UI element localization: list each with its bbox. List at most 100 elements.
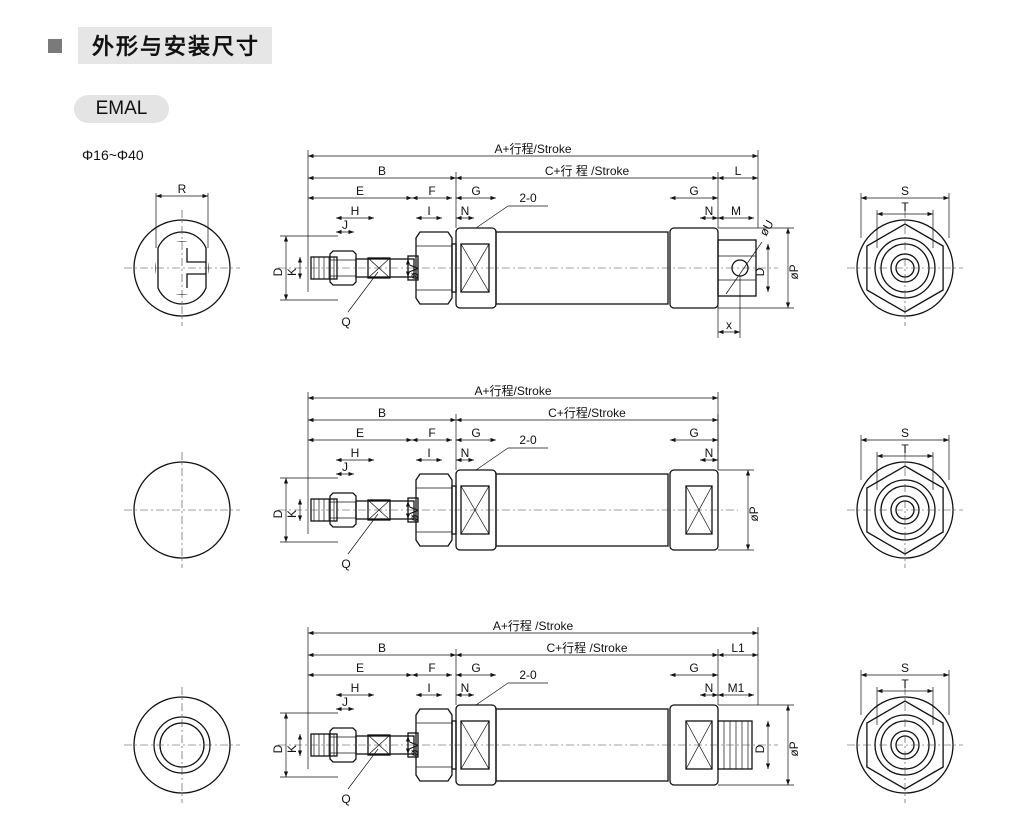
dim-j-label: J <box>342 218 348 232</box>
mounting-nut <box>415 473 453 547</box>
dim-f-label: F <box>428 426 435 440</box>
dim-c-label: C+行程/Stroke <box>548 405 626 420</box>
dim-s-label: S <box>901 184 909 198</box>
dim-d-label: D <box>271 509 285 518</box>
dim-h-label: H <box>351 681 360 695</box>
left-rod-eye-shape <box>157 231 207 305</box>
dim-m-label: M <box>731 204 741 218</box>
dim-n-right-label: N <box>705 204 714 218</box>
dim-r-label: R <box>178 182 187 196</box>
q-leader <box>347 748 379 790</box>
dim-c-label: C+行程 /Stroke <box>546 640 627 655</box>
dim-t-label: T <box>901 677 909 691</box>
dim-t-label: T <box>901 442 909 456</box>
dim-u-label: øU <box>756 218 776 239</box>
dim-i-label: I <box>427 681 430 695</box>
dim-t-label: T <box>901 200 909 214</box>
model-badge: EMAL <box>74 95 169 123</box>
hole-leader <box>475 205 509 229</box>
section-title: 外形与安装尺寸 <box>78 27 273 64</box>
dim-e-label: E <box>356 184 364 198</box>
right-ring-2 <box>880 485 930 535</box>
square-bullet-icon <box>48 38 62 53</box>
hole-note: 2-0 <box>519 191 537 205</box>
dim-b-label: B <box>378 164 386 178</box>
dim-f-label: F <box>428 184 435 198</box>
dim-v-label: øV <box>407 741 421 756</box>
dim-d-right-label: D <box>753 267 767 276</box>
hole-leader <box>475 682 509 706</box>
mounting-nut <box>415 708 453 782</box>
section-header: 外形与安装尺寸 <box>48 27 273 64</box>
hole-note: 2-0 <box>519 668 537 682</box>
dim-e-label: E <box>356 426 364 440</box>
mounting-nut <box>415 231 453 305</box>
dim-s-label: S <box>901 661 909 675</box>
dim-l-label: L1 <box>731 641 745 655</box>
dim-n-right-label: N <box>705 446 714 460</box>
dim-u-line <box>725 241 763 295</box>
hole-note: 2-0 <box>519 433 537 447</box>
rod-nut <box>329 492 357 528</box>
dim-g-right-label: G <box>689 661 698 675</box>
dim-j-label: J <box>342 460 348 474</box>
right-end-circle <box>856 696 954 794</box>
dim-g-left-label: G <box>471 661 480 675</box>
right-end-circle <box>856 219 954 317</box>
dim-c-label: C+行 程 /Stroke <box>545 163 630 178</box>
q-leader <box>347 513 379 555</box>
dim-p-label: øP <box>747 506 761 521</box>
dim-h-label: H <box>351 204 360 218</box>
dim-m-label: M1 <box>728 681 745 695</box>
dim-d-label: D <box>271 267 285 276</box>
bore-range: Φ16~Φ40 <box>82 147 144 163</box>
dim-i-label: I <box>427 204 430 218</box>
dim-d-right-label: D <box>753 744 767 753</box>
dim-a-label: A+行程/Stroke <box>494 141 571 156</box>
dim-v-label: øV <box>407 506 421 521</box>
left-end-circle <box>133 696 231 794</box>
left-inner-circle-2 <box>159 722 205 768</box>
dim-a-label: A+行程 /Stroke <box>493 618 574 633</box>
dim-h-label: H <box>351 446 360 460</box>
dim-v-label: øV <box>407 264 421 279</box>
dim-x-label: x <box>726 318 732 332</box>
dim-e-label: E <box>356 661 364 675</box>
rod-nut <box>329 727 357 763</box>
dim-n-left-label: N <box>461 446 470 460</box>
dim-p-label: øP <box>787 741 801 756</box>
dim-p-label: øP <box>787 264 801 279</box>
left-end-circle <box>133 461 231 559</box>
dim-j-label: J <box>342 695 348 709</box>
q-leader <box>347 271 379 313</box>
dim-g-right-label: G <box>689 426 698 440</box>
dim-g-left-label: G <box>471 426 480 440</box>
dim-d-label: D <box>271 744 285 753</box>
rod-nut <box>329 250 357 286</box>
dim-s-label: S <box>901 426 909 440</box>
dim-l-label: L <box>735 164 742 178</box>
dim-f-label: F <box>428 661 435 675</box>
dim-b-label: B <box>378 406 386 420</box>
dim-a-label: A+行程/Stroke <box>474 383 551 398</box>
dim-k-label: K <box>285 510 299 518</box>
right-ring-2 <box>880 243 930 293</box>
dim-k-label: K <box>285 745 299 753</box>
dim-i-label: I <box>427 446 430 460</box>
label-q: Q <box>341 792 350 806</box>
dim-g-right-label: G <box>689 184 698 198</box>
dim-n-left-label: N <box>461 204 470 218</box>
label-q: Q <box>341 557 350 571</box>
left-end-circle <box>133 219 231 317</box>
dim-n-left-label: N <box>461 681 470 695</box>
right-end-circle <box>856 461 954 559</box>
label-q: Q <box>341 315 350 329</box>
dim-g-left-label: G <box>471 184 480 198</box>
right-ring-2 <box>880 720 930 770</box>
dim-b-label: B <box>378 641 386 655</box>
dim-k-label: K <box>285 268 299 276</box>
